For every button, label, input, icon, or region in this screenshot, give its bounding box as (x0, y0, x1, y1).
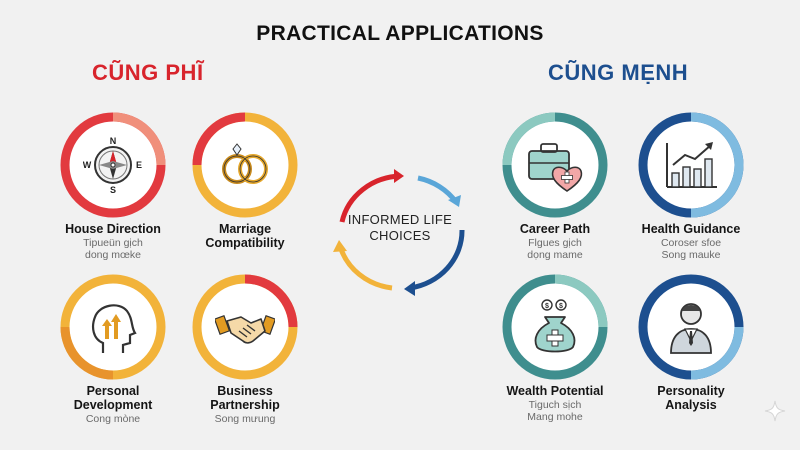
center-line2: CHOICES (369, 228, 431, 243)
career-path-label: Career Path (519, 222, 591, 236)
wealth-potential-label: Wealth Potential (506, 384, 604, 398)
center-label: INFORMED LIFE CHOICES (330, 212, 470, 244)
sparkle-icon (764, 400, 786, 422)
marriage-label2: Compatibility (205, 236, 285, 250)
compass-icon: N S W E (83, 136, 142, 195)
business-partnership-label2: Partnership (210, 398, 280, 412)
personality-analysis-node (636, 272, 746, 382)
personal-development-sub1: Cong mòne (85, 413, 141, 425)
career-path-sub1: Flgues gịch (528, 237, 582, 249)
rings-icon (222, 143, 268, 184)
house-direction-node: N S W E (58, 110, 168, 220)
briefcase-heart-icon (528, 143, 583, 192)
svg-text:S: S (110, 185, 116, 195)
svg-text:$: $ (559, 303, 563, 310)
wealth-potential-sub1: Tiguch sịch (528, 399, 582, 411)
business-partnership-node (190, 272, 300, 382)
svg-text:N: N (110, 136, 117, 146)
house-direction-sub1: Tipueün gịch (83, 237, 143, 249)
house-direction-sub2: dong mœke (84, 249, 142, 261)
wealth-potential-sub2: Mang mohe (527, 411, 583, 423)
personality-analysis-label: Personality (657, 384, 725, 398)
marriage-node (190, 110, 300, 220)
wealth-potential-node: $ $ (500, 272, 610, 382)
personal-development-label2: Development (73, 398, 153, 412)
personal-development-node (58, 272, 168, 382)
bar-chart-icon (666, 142, 717, 188)
section-title-cung-phi: CŨNG PHĨ (92, 60, 204, 85)
business-partnership-label: Business (217, 384, 273, 398)
business-partnership-sub1: Song mưung (214, 413, 276, 425)
health-guidance-sub2: Song mauke (661, 249, 721, 261)
personality-analysis-label2: Analysis (665, 398, 717, 412)
health-guidance-node (636, 110, 746, 220)
career-path-node (500, 110, 610, 220)
svg-text:E: E (136, 160, 142, 170)
personal-development-label: Personal (86, 384, 140, 398)
handshake-icon (215, 315, 275, 344)
svg-text:$: $ (545, 303, 549, 310)
svg-text:W: W (83, 160, 92, 170)
health-guidance-sub1: Coroser sfoe (660, 237, 722, 249)
cycle-arrows-icon (333, 169, 465, 296)
house-direction-label: House Direction (65, 222, 161, 236)
career-path-sub2: dọng mame (527, 249, 583, 261)
section-title-cung-menh: CŨNG MẸNH (548, 60, 689, 85)
money-bag-icon: $ $ (534, 299, 576, 353)
person-icon (670, 303, 712, 354)
center-line1: INFORMED LIFE (347, 212, 453, 227)
health-guidance-label: Health Guidance (641, 222, 741, 236)
head-arrows-icon (92, 304, 137, 353)
page-title: PRACTICAL APPLICATIONS (256, 22, 544, 45)
marriage-label: Marriage (218, 222, 272, 236)
